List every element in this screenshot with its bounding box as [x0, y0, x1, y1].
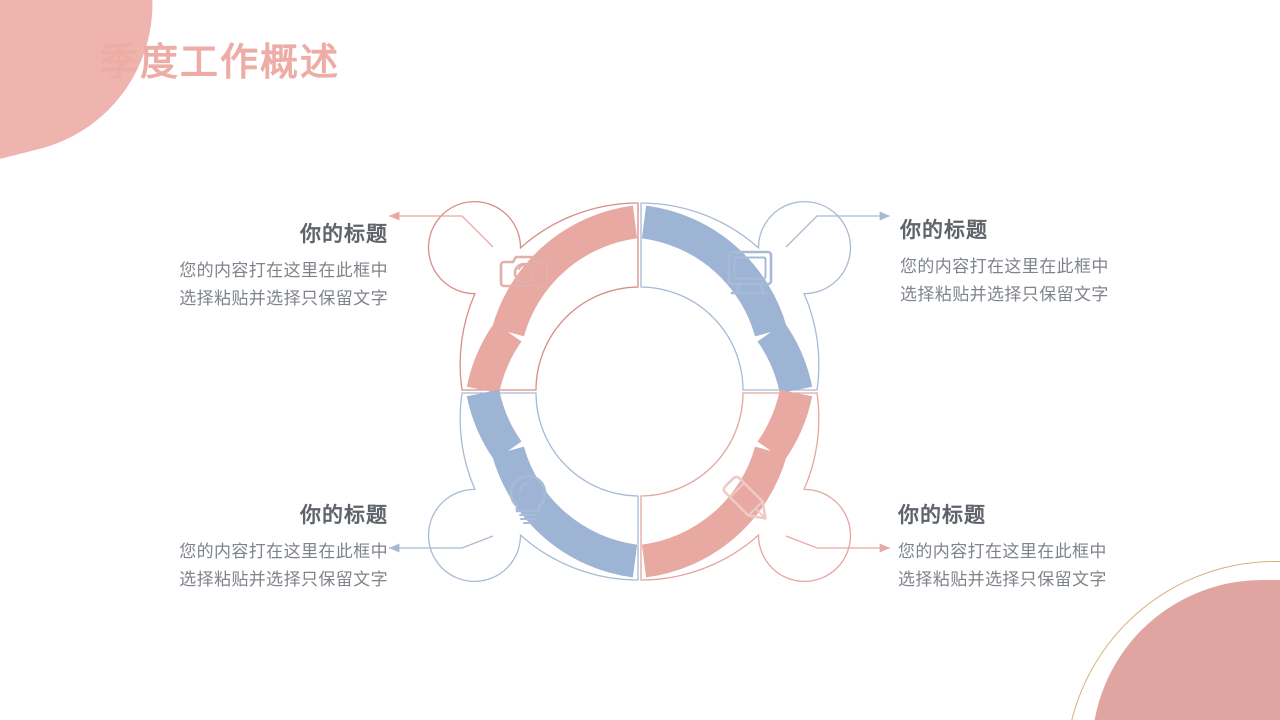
body-top-right-line-1: 您的内容打在这里在此框中	[900, 257, 1109, 277]
segment-bottom-left-band-2	[492, 446, 638, 578]
dot-icon	[62, 52, 84, 74]
monitor-icon	[727, 250, 773, 295]
heading-top-left: 你的标题	[300, 223, 388, 246]
segment-top-right-band	[641, 205, 787, 337]
page-title: 季度工作概述	[100, 42, 341, 84]
segment-top-right[interactable]	[640, 200, 890, 394]
heading-bottom-left: 你的标题	[300, 504, 388, 527]
heading-bottom-right: 你的标题	[898, 504, 986, 527]
text-block-bottom-left: 你的标题 您的内容打在这里在此框中 选择粘贴并选择只保留文字	[98, 503, 388, 594]
body-bottom-right-line-2: 选择粘贴并选择只保留文字	[898, 570, 1107, 590]
connector-top-left	[389, 211, 494, 248]
heading-top-right: 你的标题	[900, 219, 988, 242]
body-bottom-left-line-1: 您的内容打在这里在此框中	[179, 542, 388, 562]
segment-bottom-right[interactable]	[640, 389, 890, 583]
connector-top-right	[785, 211, 890, 248]
segment-top-left[interactable]	[389, 200, 639, 394]
text-block-bottom-right: 你的标题 您的内容打在这里在此框中 选择粘贴并选择只保留文字	[898, 503, 1188, 594]
segment-bottom-right-outline	[640, 392, 852, 583]
segment-top-right-band-2	[757, 322, 813, 394]
body-top-right-line-2: 选择粘贴并选择只保留文字	[900, 285, 1109, 305]
connector-bottom-left	[389, 535, 494, 553]
segment-top-left-outline	[427, 200, 639, 391]
segment-bottom-right-band	[757, 389, 813, 461]
text-block-top-right: 你的标题 您的内容打在这里在此框中 选择粘贴并选择只保留文字	[900, 218, 1190, 309]
segment-top-left-band	[492, 205, 638, 337]
body-top-left-line-2: 选择粘贴并选择只保留文字	[179, 289, 388, 309]
segment-top-right-outline	[640, 200, 852, 391]
segment-bottom-left-band	[466, 389, 522, 461]
body-top-left-line-1: 您的内容打在这里在此框中	[179, 261, 388, 281]
segment-bottom-right-band-2	[641, 446, 787, 578]
text-block-top-left: 你的标题 您的内容打在这里在此框中 选择粘贴并选择只保留文字	[98, 222, 388, 313]
body-bottom-right-line-1: 您的内容打在这里在此框中	[898, 542, 1107, 562]
camera-icon	[499, 255, 549, 288]
pencil-icon	[722, 475, 767, 520]
segment-bottom-left-outline	[427, 392, 639, 583]
slide-title-row: 季度工作概述	[62, 44, 340, 82]
segment-bottom-left[interactable]	[389, 389, 639, 583]
body-bottom-left-line-2: 选择粘贴并选择只保留文字	[179, 570, 388, 590]
segment-top-left-band-2	[466, 322, 522, 394]
lightbulb-icon	[509, 474, 547, 524]
connector-bottom-right	[785, 535, 890, 553]
